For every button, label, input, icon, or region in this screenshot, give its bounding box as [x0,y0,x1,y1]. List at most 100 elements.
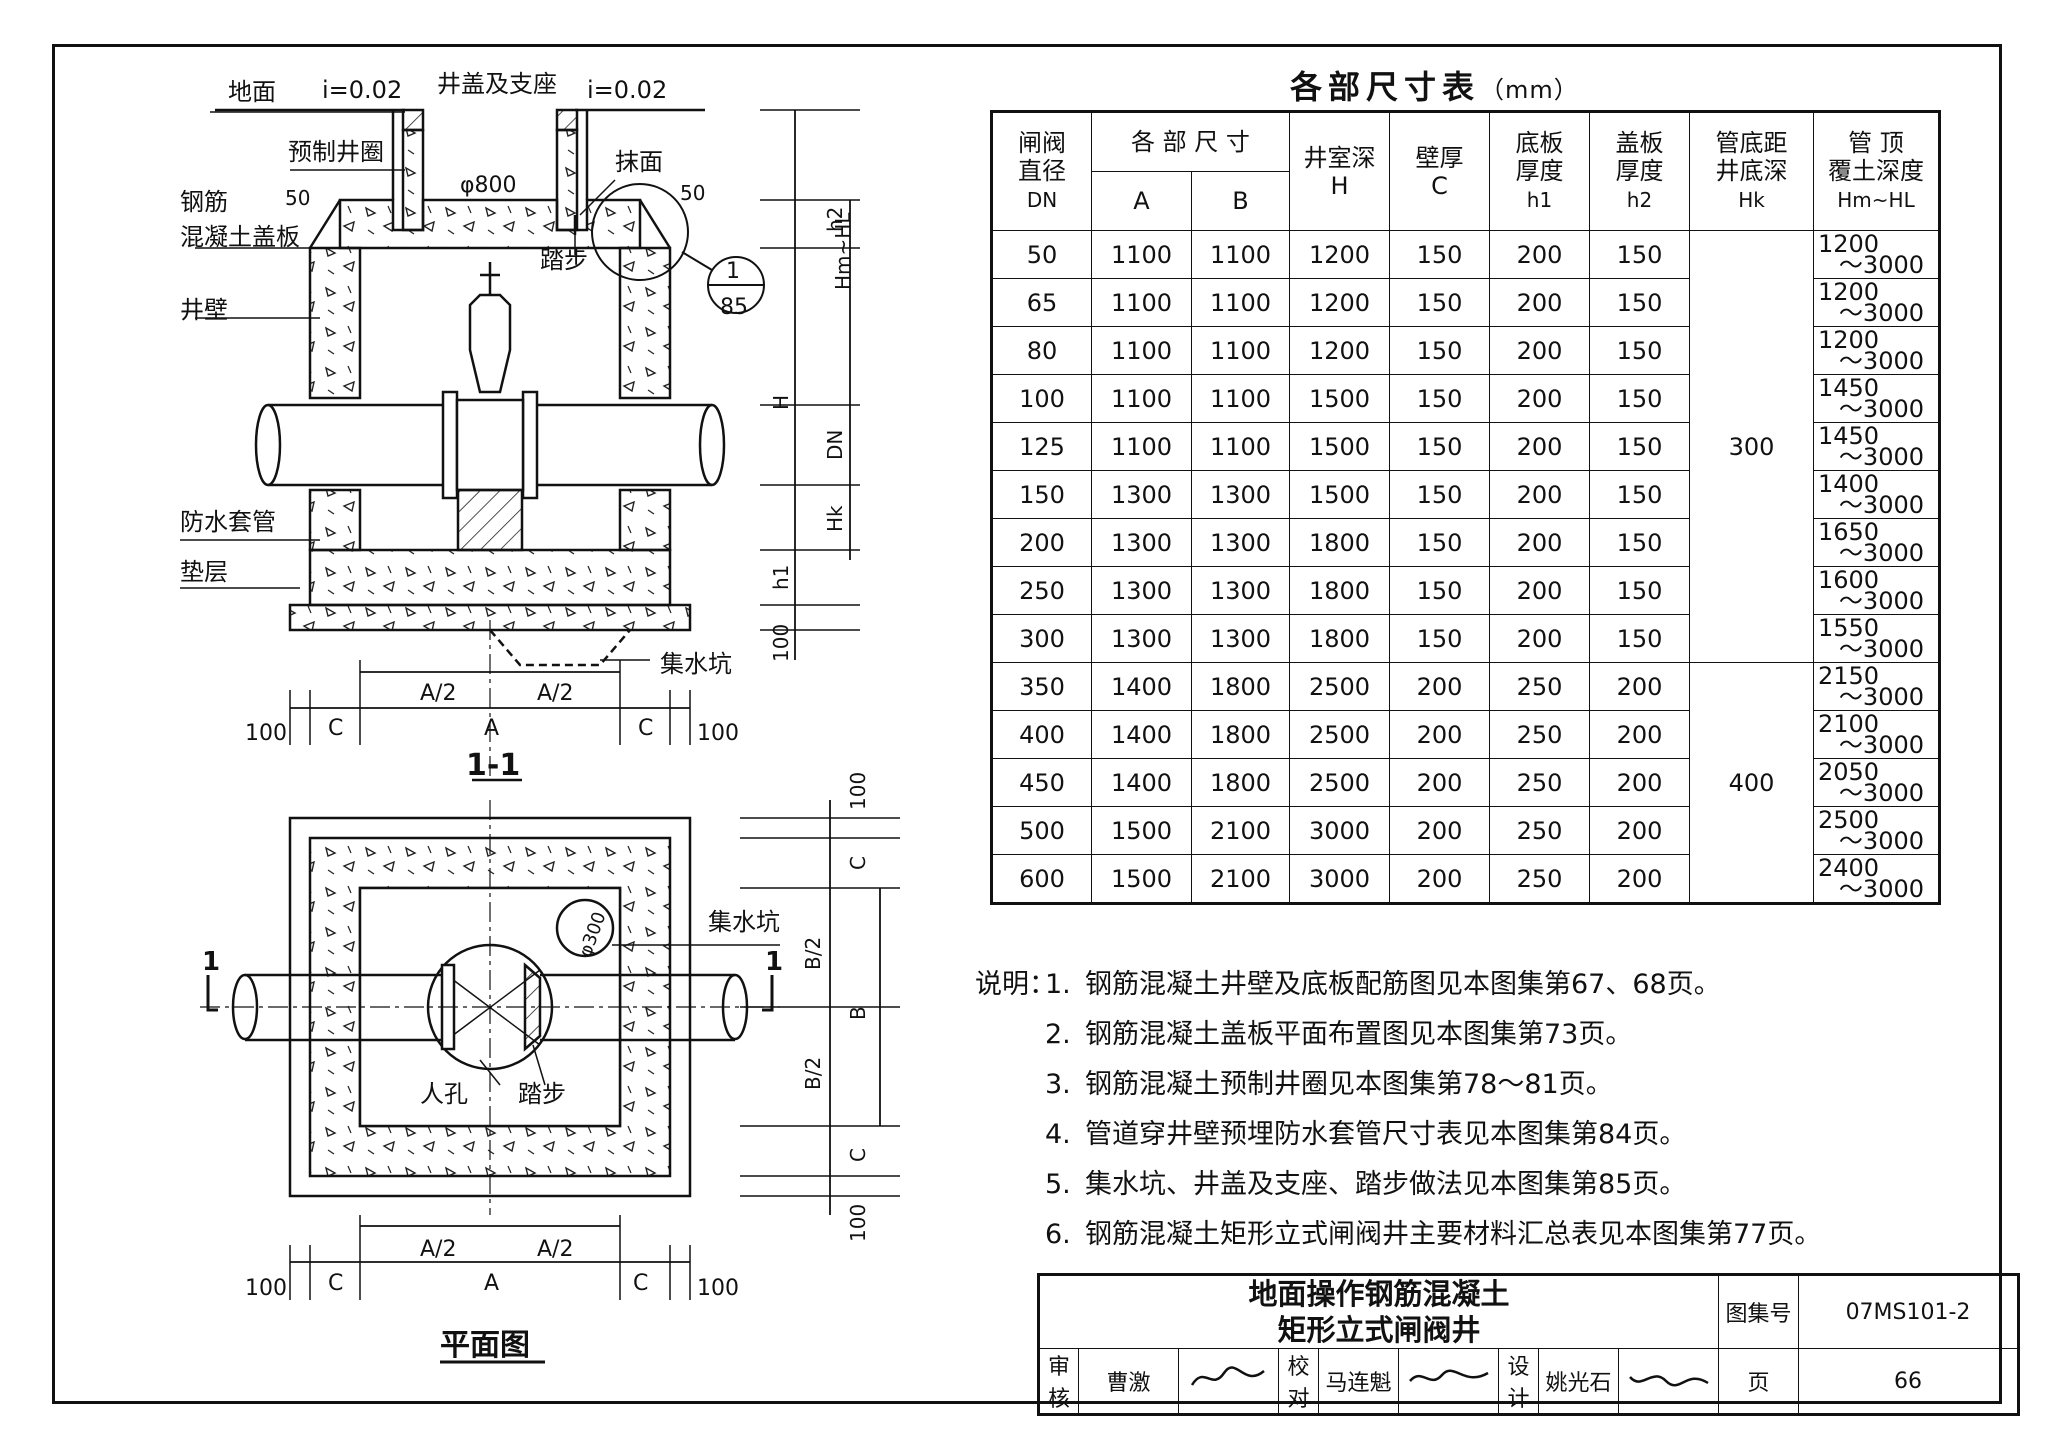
title-block: 地面操作钢筋混凝土矩形立式闸阀井 图集号 07MS101-2 审核 曹激 校对 … [1037,1273,2020,1416]
note-number: 1. [1045,969,1071,1000]
note-number: 6. [1045,1219,1071,1250]
cell-hm: 2150～3000 [1813,662,1940,711]
label-plan-sump: 集水坑 [708,908,780,936]
label-dim-A: A [484,716,499,741]
label-plan-dim-B2-bottom: B/2 [801,1057,825,1090]
cell-dn: 200 [991,518,1092,567]
note-number: 2. [1045,1019,1071,1050]
cell-h2: 150 [1589,566,1690,615]
label-plan-manhole: 人孔 [420,1080,468,1108]
notes: 说明：1.钢筋混凝土井壁及底板配筋图见本图集第67、68页。 2.钢筋混凝土盖板… [975,960,1821,1260]
checker-name: 马连魁 [1318,1348,1399,1415]
cell-dn: 500 [991,806,1092,855]
cell-h1: 200 [1489,230,1590,279]
label-plan-dim-C-top: C [846,856,870,870]
cell-b: 1800 [1191,662,1290,711]
cell-dn: 125 [991,422,1092,471]
cell-h2: 150 [1589,470,1690,519]
label-plaster: 抹面 [615,148,663,176]
table-subheader-row: A B [992,171,1940,231]
label-dim-100-right: 100 [697,721,739,746]
label-dim-C-right: C [638,716,653,741]
reviewer-signature [1178,1348,1279,1415]
note-row: 5.集水坑、井盖及支座、踏步做法见本图集第85页。 [975,1160,1821,1210]
note-number: 4. [1045,1119,1071,1150]
label-dim-100-left: 100 [245,721,287,746]
label-plan-C-right: C [633,1271,648,1296]
cell-hm: 1550～3000 [1813,614,1940,663]
header-b: B [1191,171,1290,231]
label-plan-dim-C-bottom: C [846,1148,870,1162]
label-dim-h2: h2 [823,207,847,232]
cell-h1: 200 [1489,470,1590,519]
cell-hm: 2050～3000 [1813,758,1940,807]
cell-h2: 200 [1589,710,1690,759]
label-plan-100-right: 100 [697,1276,739,1301]
label-cover-support: 井盖及支座 [437,70,557,98]
note-number: 5. [1045,1169,1071,1200]
cell-h: 1500 [1289,422,1390,471]
cell-h2: 150 [1589,230,1690,279]
reviewer-name: 曹激 [1078,1348,1179,1415]
cell-a: 1300 [1091,566,1192,615]
cell-h: 1800 [1289,518,1390,567]
note-row: 4.管道穿井壁预埋防水套管尺寸表见本图集第84页。 [975,1110,1821,1160]
cell-dn: 450 [991,758,1092,807]
section-view [180,108,860,782]
cell-h2: 200 [1589,854,1690,904]
label-dim-50-left: 50 [285,186,310,210]
label-dim-C-left: C [328,716,343,741]
cell-hk: 400 [1689,662,1814,904]
cell-hm: 2500～3000 [1813,806,1940,855]
label-dim-100: 100 [769,624,793,662]
page-number: 66 [1798,1348,2019,1415]
label-detail-top: 1 [726,259,740,284]
cell-a: 1500 [1091,806,1192,855]
note-number: 3. [1045,1069,1071,1100]
cell-dn: 80 [991,326,1092,375]
cell-dn: 250 [991,566,1092,615]
label-plan-A2-right: A/2 [537,1237,573,1262]
plan-title: 平面图 [440,1328,530,1363]
cell-a: 1100 [1091,278,1192,327]
cell-h1: 250 [1489,758,1590,807]
section-labels: 地面 i=0.02 井盖及支座 i=0.02 预制井圈 抹面 钢筋 混凝土盖板 … [180,70,855,783]
cell-hm: 2400～3000 [1813,854,1940,904]
label-dim-H: H [769,395,793,410]
label-plan-steps: 踏步 [518,1080,566,1108]
cell-b: 1800 [1191,758,1290,807]
cell-a: 1300 [1091,518,1192,567]
label-plan-dim-B: B [846,1006,870,1020]
section-title: 1-1 [466,748,520,783]
cell-h: 1800 [1289,566,1390,615]
cell-hm: 1450～3000 [1813,374,1940,423]
cell-b: 1800 [1191,710,1290,759]
cell-h2: 150 [1589,614,1690,663]
cell-h2: 150 [1589,518,1690,567]
header-a: A [1091,171,1192,231]
cell-a: 1100 [1091,374,1192,423]
cell-h1: 250 [1489,854,1590,904]
cell-h2: 150 [1589,422,1690,471]
cell-hm: 1200～3000 [1813,278,1940,327]
cell-h: 1500 [1289,374,1390,423]
cell-b: 1100 [1191,422,1290,471]
cell-h1: 200 [1489,278,1590,327]
label-cushion: 垫层 [180,558,228,586]
cell-h2: 150 [1589,374,1690,423]
cell-a: 1100 [1091,230,1192,279]
cell-b: 1100 [1191,278,1290,327]
cell-a: 1400 [1091,710,1192,759]
